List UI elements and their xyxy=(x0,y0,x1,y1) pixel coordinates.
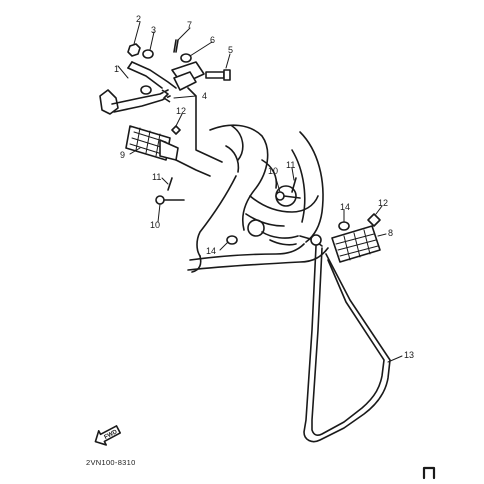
footrest-left xyxy=(125,125,179,161)
pin-washer xyxy=(180,53,192,63)
callout-5: 5 xyxy=(228,45,233,55)
callout-9: 9 xyxy=(120,150,125,160)
callout-7: 7 xyxy=(187,20,192,30)
callout-11-left: 11 xyxy=(152,172,161,182)
callout-14-right: 14 xyxy=(340,202,350,212)
pedal-linkage-rod xyxy=(187,87,223,163)
callout-6: 6 xyxy=(210,35,215,45)
callout-12-left: 12 xyxy=(176,106,186,116)
footrest-pin-left xyxy=(155,195,185,205)
callout-10-left: 10 xyxy=(150,220,160,230)
cotter-pin xyxy=(173,39,179,53)
footrest-right xyxy=(331,225,381,263)
diagram-code: 2VN100-8310 xyxy=(86,458,136,467)
footrest-spring-right xyxy=(367,213,381,227)
cotter-pin-right xyxy=(291,177,297,193)
washer-right xyxy=(338,221,350,231)
callout-10-right: 10 xyxy=(268,166,278,176)
return-spring xyxy=(161,89,171,103)
cotter-pin-left xyxy=(167,177,173,191)
pivot-washer xyxy=(142,49,154,59)
corner-mark xyxy=(422,466,436,480)
callout-11-right: 11 xyxy=(286,160,295,170)
washer-left xyxy=(226,235,238,245)
callout-13: 13 xyxy=(404,350,414,360)
callout-1: 1 xyxy=(114,64,119,74)
footrest-left-leader xyxy=(175,159,211,177)
callout-labels: 1 2 3 7 6 5 4 12 9 11 10 10 11 14 12 8 1… xyxy=(114,14,414,360)
pedal-bolt xyxy=(205,69,231,81)
sidestand xyxy=(303,245,391,443)
callout-2: 2 xyxy=(136,14,141,24)
footrest-spring-left xyxy=(171,125,181,135)
pivot-bolt xyxy=(127,43,141,57)
leader-lines xyxy=(117,21,403,363)
callout-4: 4 xyxy=(202,91,207,101)
callout-14-left: 14 xyxy=(206,246,216,256)
callout-12-right: 12 xyxy=(378,198,388,208)
callout-3: 3 xyxy=(151,25,156,35)
stand-pivot xyxy=(310,234,322,246)
fwd-arrow-icon: FWD xyxy=(94,425,122,446)
callout-8: 8 xyxy=(388,228,393,238)
brake-pedal xyxy=(99,61,205,115)
footrest-pin-right xyxy=(275,191,301,201)
